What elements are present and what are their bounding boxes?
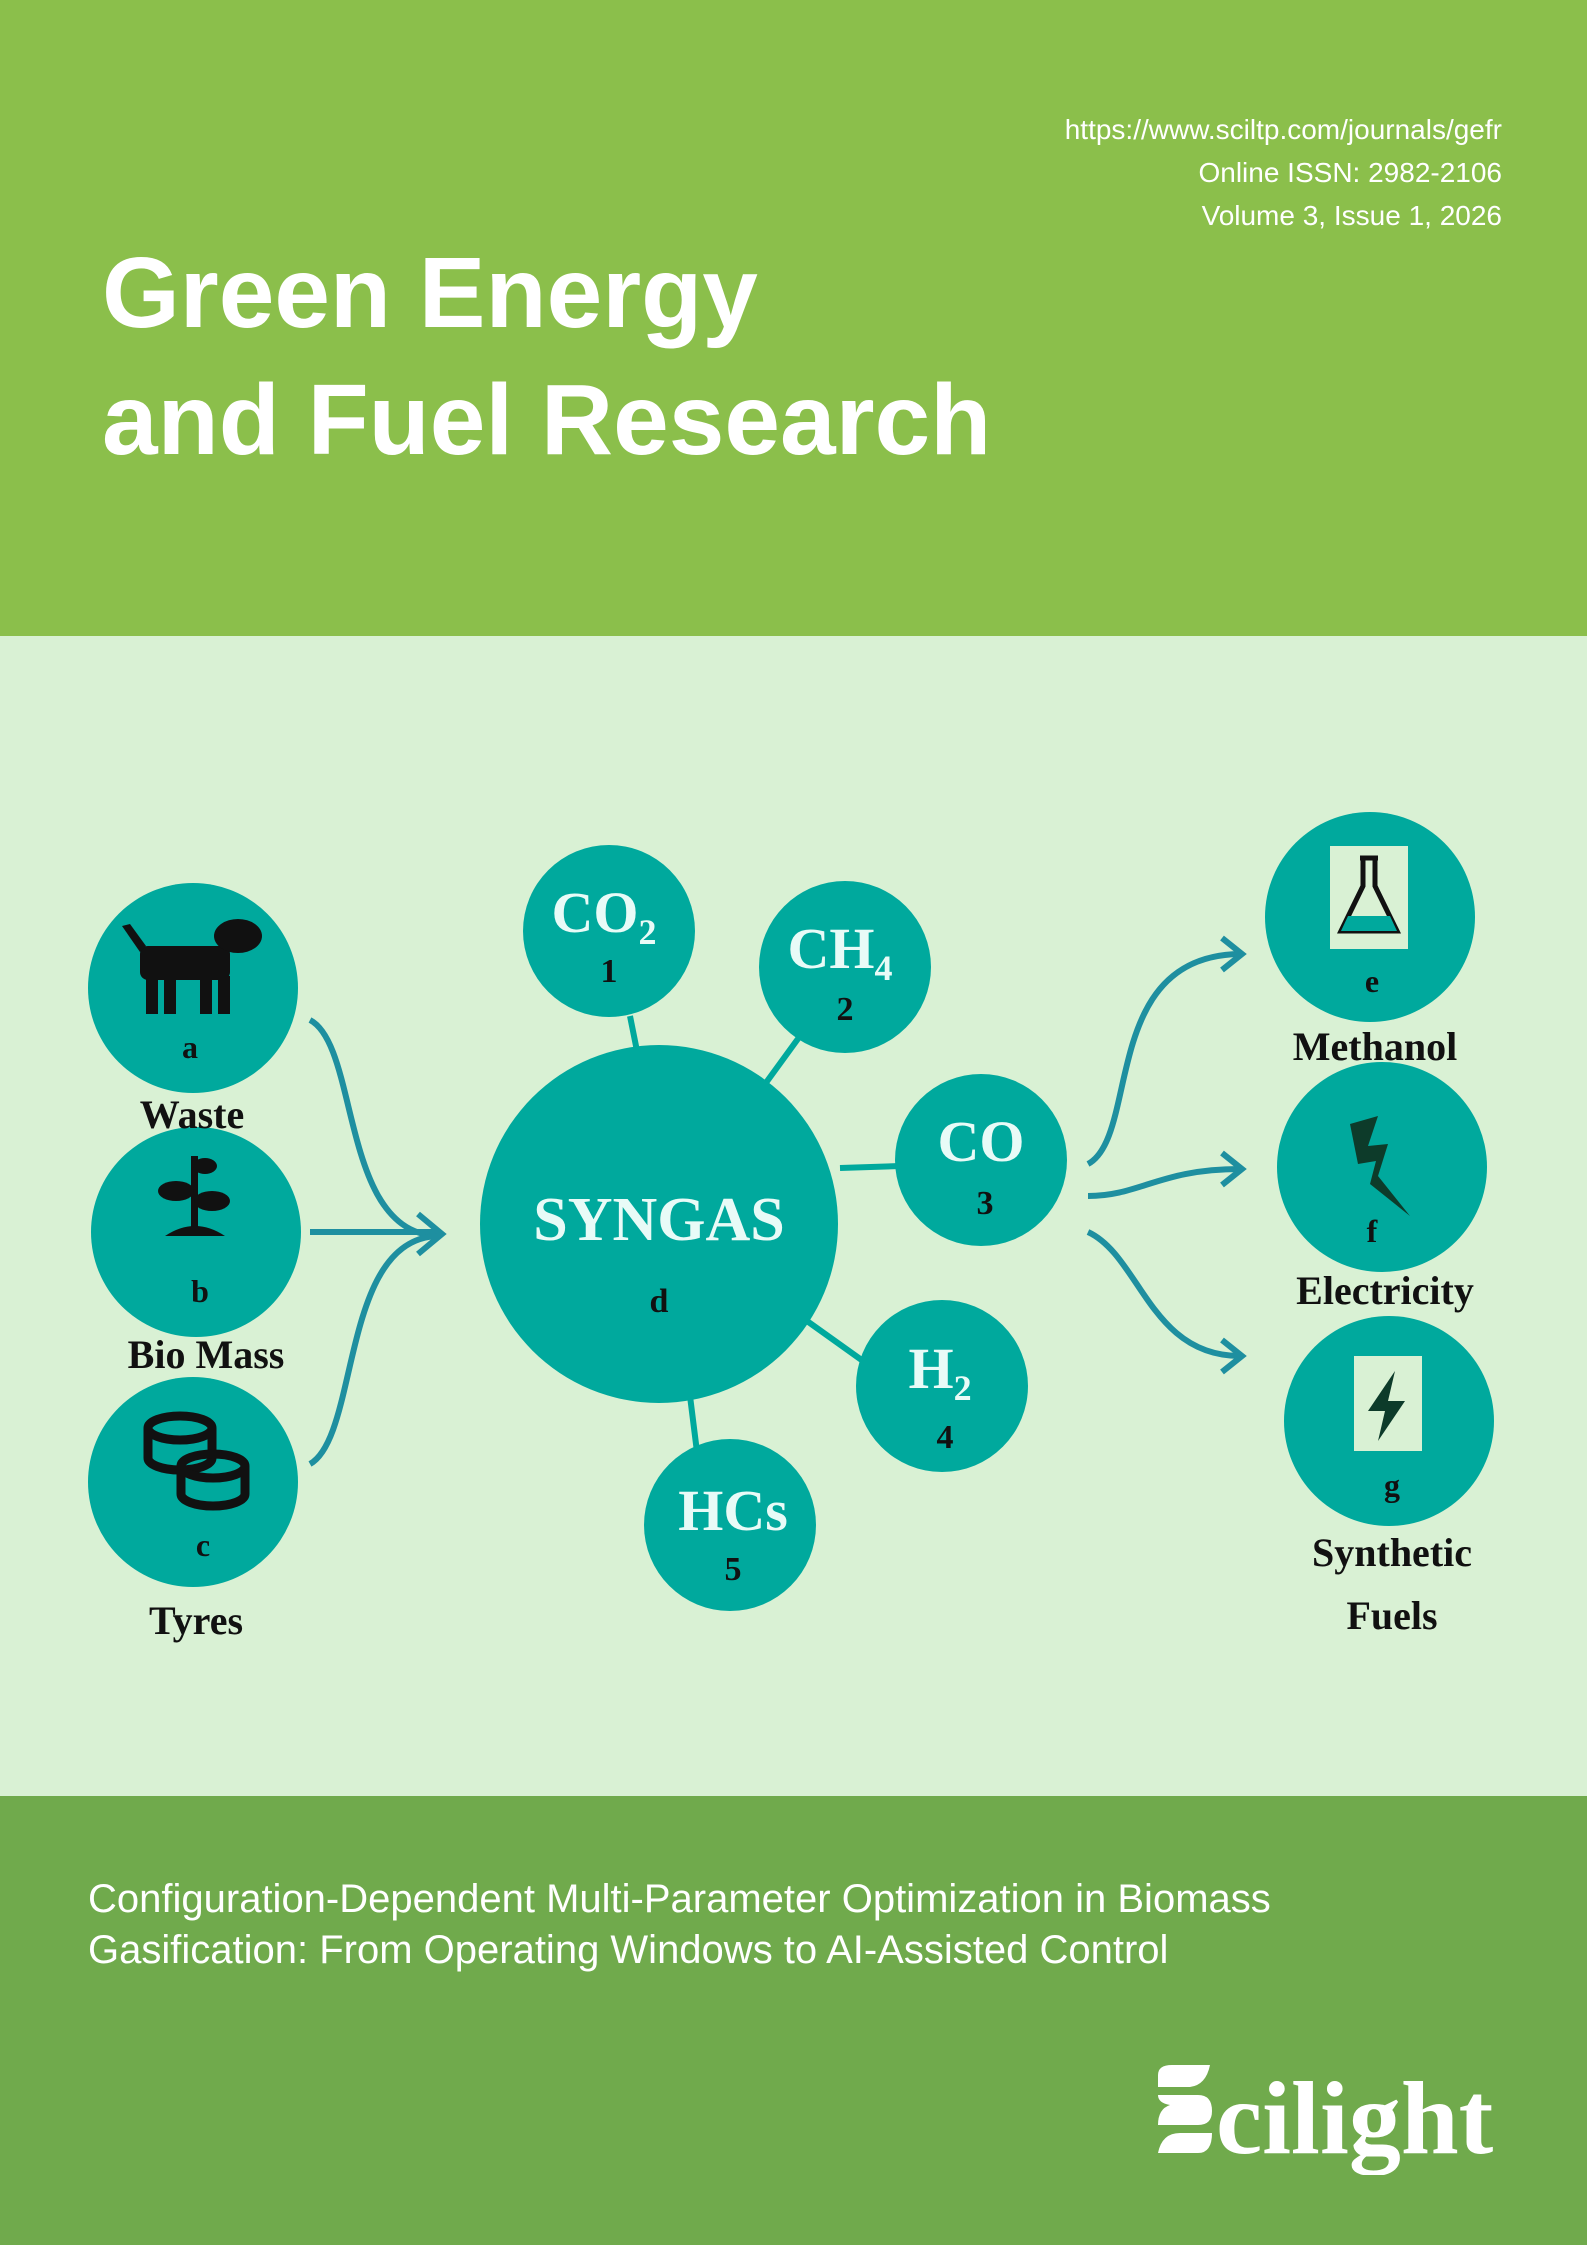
co2-number: 1 (601, 953, 618, 990)
article-title: Configuration-Dependent Multi-Parameter … (88, 1874, 1538, 1976)
plant-icon (158, 1156, 230, 1236)
co-number: 3 (977, 1185, 994, 1222)
output-letter-e: e (1365, 963, 1379, 999)
h2-formula: H2 (908, 1336, 971, 1408)
input-circle-tyres (88, 1377, 298, 1587)
arrow-head-syngas (416, 1211, 447, 1257)
output-letter-g: g (1384, 1467, 1400, 1503)
hcs-number: 5 (725, 1551, 742, 1588)
arrow-waste (308, 1017, 441, 1239)
journal-url[interactable]: https://www.sciltp.com/journals/gefr (1064, 114, 1502, 145)
ch4-formula: CH4 (788, 916, 893, 988)
input-letter-c: c (196, 1527, 210, 1563)
output-label-methanol: Methanol (1293, 1024, 1457, 1069)
journal-title-line1: Green Energy (102, 237, 758, 349)
journal-title: Green Energy and Fuel Research (102, 230, 991, 484)
input-label-biomass: Bio Mass (128, 1332, 285, 1377)
dog-icon (122, 919, 262, 1014)
logo-text: cilight (1216, 2061, 1494, 2175)
arrow-tyres (308, 1233, 441, 1467)
lightning-icon (1350, 1116, 1410, 1216)
arrow-heads-outputs (1220, 935, 1247, 1375)
journal-volume: Volume 3, Issue 1, 2026 (1201, 200, 1502, 231)
syngas-label: SYNGAS (533, 1186, 785, 1254)
h2-circle (856, 1300, 1028, 1472)
article-title-line2: Gasification: From Operating Windows to … (88, 1928, 1169, 1972)
flow-arrows (308, 935, 1247, 1467)
fuel-bolt-icon (1354, 1356, 1422, 1451)
header-band: https://www.sciltp.com/journals/gefr Onl… (0, 0, 1587, 636)
input-letter-b: b (191, 1273, 209, 1309)
input-letter-a: a (182, 1029, 198, 1065)
hcs-circle (644, 1439, 816, 1611)
co2-formula: CO2 (552, 880, 657, 952)
arrow-methanol (1086, 951, 1241, 1167)
journal-meta: https://www.sciltp.com/journals/gefr Onl… (1065, 108, 1502, 237)
ch4-number: 2 (837, 991, 854, 1028)
syngas-diagram: a Waste b Bio Mass c Tyres d 1 2 3 4 5 e… (88, 812, 1494, 1643)
journal-issn: Online ISSN: 2982-2106 (1198, 157, 1502, 188)
syngas-letter: d (650, 1283, 669, 1320)
footer-band (0, 1796, 1587, 2245)
arrow-electricity (1087, 1166, 1241, 1199)
ch4-circle (759, 881, 931, 1053)
co-formula: CO (938, 1109, 1025, 1174)
hcs-formula: HCs (678, 1478, 788, 1543)
output-letter-f: f (1367, 1213, 1378, 1249)
co2-circle (523, 845, 695, 1017)
co-circle (895, 1074, 1067, 1246)
article-title-line1: Configuration-Dependent Multi-Parameter … (88, 1877, 1271, 1921)
output-label-fuels: Fuels (1346, 1593, 1437, 1638)
journal-title-line2: and Fuel Research (102, 364, 992, 476)
output-label-synthetic: Synthetic (1312, 1530, 1472, 1575)
input-label-tyres: Tyres (149, 1598, 243, 1643)
input-label-waste: Waste (140, 1092, 244, 1137)
arrow-fuels (1086, 1229, 1241, 1359)
tyres-icon (143, 1411, 250, 1511)
h2-number: 4 (937, 1419, 954, 1456)
scilight-logo: cilight (1158, 2061, 1494, 2175)
flask-icon (1330, 846, 1408, 949)
output-circle-electricity (1277, 1062, 1487, 1272)
cover-figure: a Waste b Bio Mass c Tyres d 1 2 3 4 5 e… (0, 636, 1587, 1796)
output-label-electricity: Electricity (1296, 1268, 1474, 1313)
syngas-circle (480, 1045, 838, 1403)
